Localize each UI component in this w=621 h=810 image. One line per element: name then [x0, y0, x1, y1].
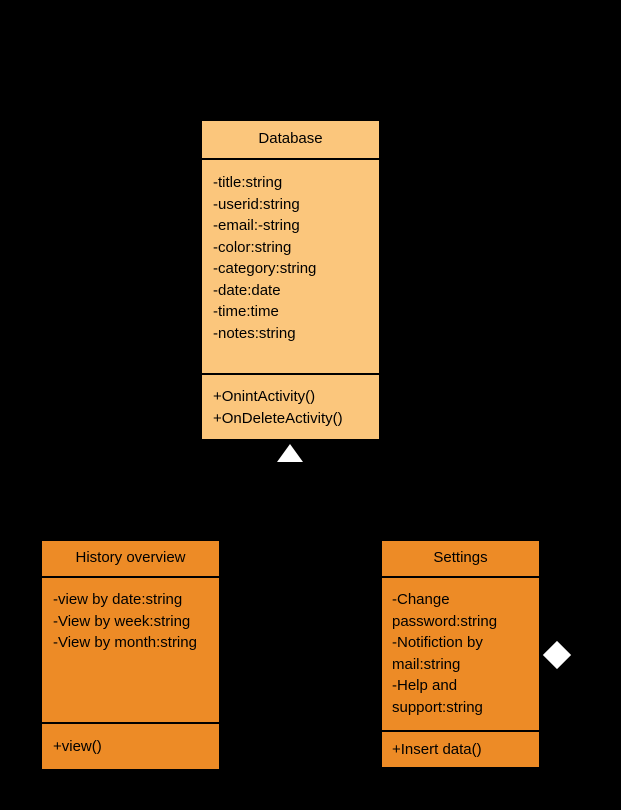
attribute-item: -date:date — [213, 281, 281, 299]
attributes-compartment-database: -title:string -userid:string -email:-str… — [202, 160, 379, 373]
attribute-item: -email:-string — [213, 217, 300, 234]
uml-class-settings[interactable]: Settings -Change password:string -Notifi… — [381, 540, 540, 768]
class-name-history-overview: History overview — [42, 541, 219, 578]
aggregation-diamond-icon — [542, 640, 572, 670]
class-name-database: Database — [202, 121, 379, 160]
method-item: +view() — [53, 737, 102, 755]
attribute-item: -category:string — [213, 260, 317, 277]
attribute-item: -Help and support:string — [392, 677, 483, 716]
attribute-item: -color:string — [213, 238, 292, 256]
attribute-item: -time:time — [213, 303, 279, 320]
class-name-settings: Settings — [382, 541, 539, 578]
attribute-item: -userid:string — [213, 195, 300, 213]
generalization-triangle-icon — [277, 444, 303, 462]
attribute-item: -View by month:string — [53, 634, 197, 651]
attribute-item: -View by week:string — [53, 612, 191, 630]
uml-class-history-overview[interactable]: History overview -view by date:string -V… — [41, 540, 220, 770]
methods-compartment-history-overview: +view() — [42, 721, 219, 770]
method-item: +OnintActivity() — [213, 388, 316, 405]
uml-class-database[interactable]: Database -title:string -userid:string -e… — [201, 120, 380, 440]
methods-compartment-database: +OnintActivity() +OnDeleteActivity() — [202, 373, 379, 439]
attributes-compartment-settings: -Change password:string -Notifiction by … — [382, 578, 539, 730]
method-item: +Insert data() — [392, 740, 482, 758]
attribute-item: -title:string — [213, 174, 283, 191]
attributes-compartment-history-overview: -view by date:string -View by week:strin… — [42, 578, 219, 722]
methods-compartment-settings: +Insert data() — [382, 729, 539, 768]
attribute-item: -Notifiction by mail:string — [392, 634, 488, 673]
method-item: +OnDeleteActivity() — [213, 409, 343, 427]
attribute-item: -notes:string — [213, 324, 296, 342]
attribute-item: -view by date:string — [53, 591, 183, 608]
attribute-item: -Change password:string — [392, 591, 498, 630]
